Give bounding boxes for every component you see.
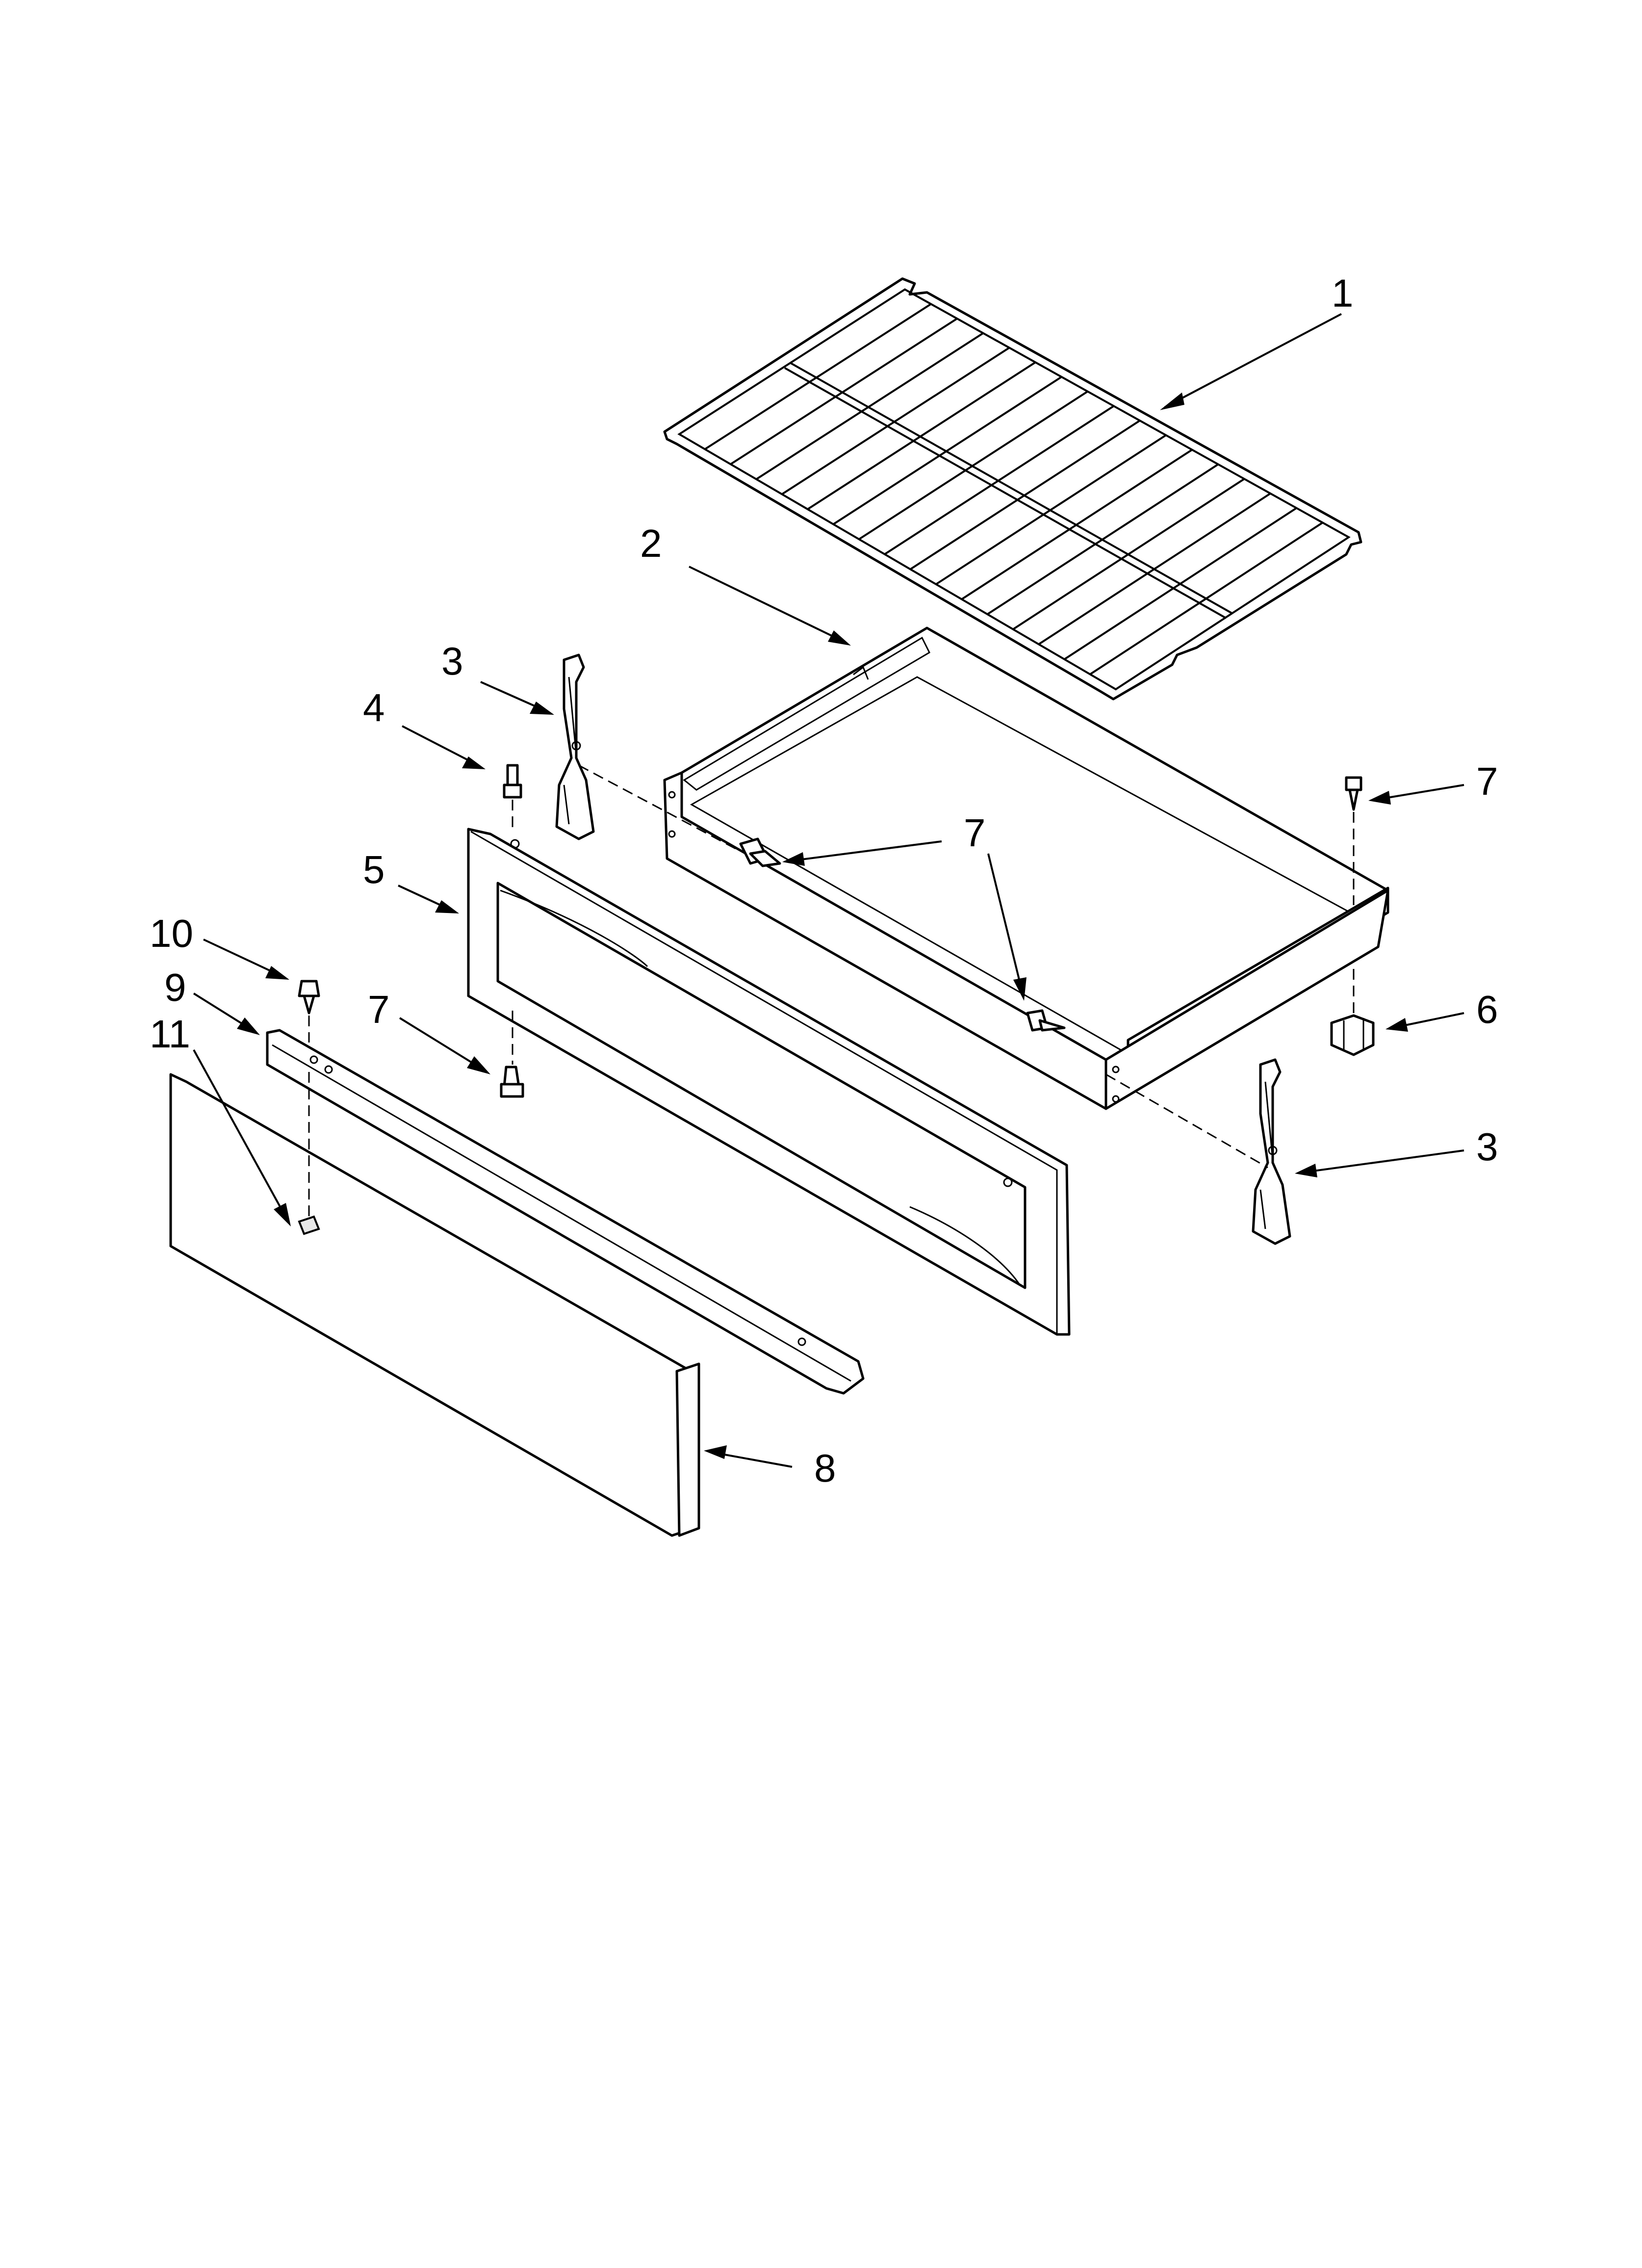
callout-3-bottom: 3 [1476, 1125, 1498, 1169]
rack-wire [730, 317, 958, 465]
drawer-trim [266, 1029, 865, 1395]
drawer-slide-left [555, 653, 595, 840]
callout-6: 6 [1476, 988, 1498, 1031]
callout-7-lower-left: 7 [368, 988, 390, 1031]
callout-9: 9 [164, 965, 186, 1009]
stud-part-4 [503, 764, 522, 799]
drawer-pan [663, 626, 1389, 1110]
callout-labels: 1 2 3 3 4 5 6 7 7 7 8 9 10 11 [150, 271, 1498, 1490]
callout-11: 11 [150, 1012, 190, 1056]
callout-10: 10 [150, 912, 193, 955]
rack-wire [833, 376, 1062, 525]
callout-7-center: 7 [964, 811, 986, 855]
oven-rack [663, 277, 1362, 701]
callout-7-top-right: 7 [1476, 759, 1498, 803]
screw-part-10 [298, 980, 320, 1015]
callout-8: 8 [814, 1446, 836, 1490]
callout-5: 5 [363, 848, 385, 891]
alignment-lines [308, 764, 1355, 1217]
rack-wire [755, 332, 984, 480]
rack-wire [858, 391, 1088, 540]
callout-2: 2 [640, 521, 662, 565]
rack-wire [884, 405, 1114, 555]
screw-part-7-center [739, 837, 781, 867]
clip-part-6 [1330, 1014, 1375, 1056]
screw-part-7-top-right [1345, 776, 1362, 811]
rack-wire [704, 303, 932, 450]
callout-1: 1 [1332, 271, 1354, 315]
drawer-front-panel [467, 828, 1071, 1336]
rack-wire [807, 361, 1036, 510]
screw-part-7-lower-left [500, 1066, 524, 1098]
leader-lines [193, 313, 1464, 1468]
screw-part-7-lower-middle [1026, 1009, 1066, 1032]
callout-3-top: 3 [441, 639, 463, 683]
drawer-slide-right [1252, 1058, 1291, 1245]
drawer-front [169, 1073, 700, 1537]
callout-4: 4 [363, 686, 385, 730]
rack-wire [781, 347, 1010, 495]
